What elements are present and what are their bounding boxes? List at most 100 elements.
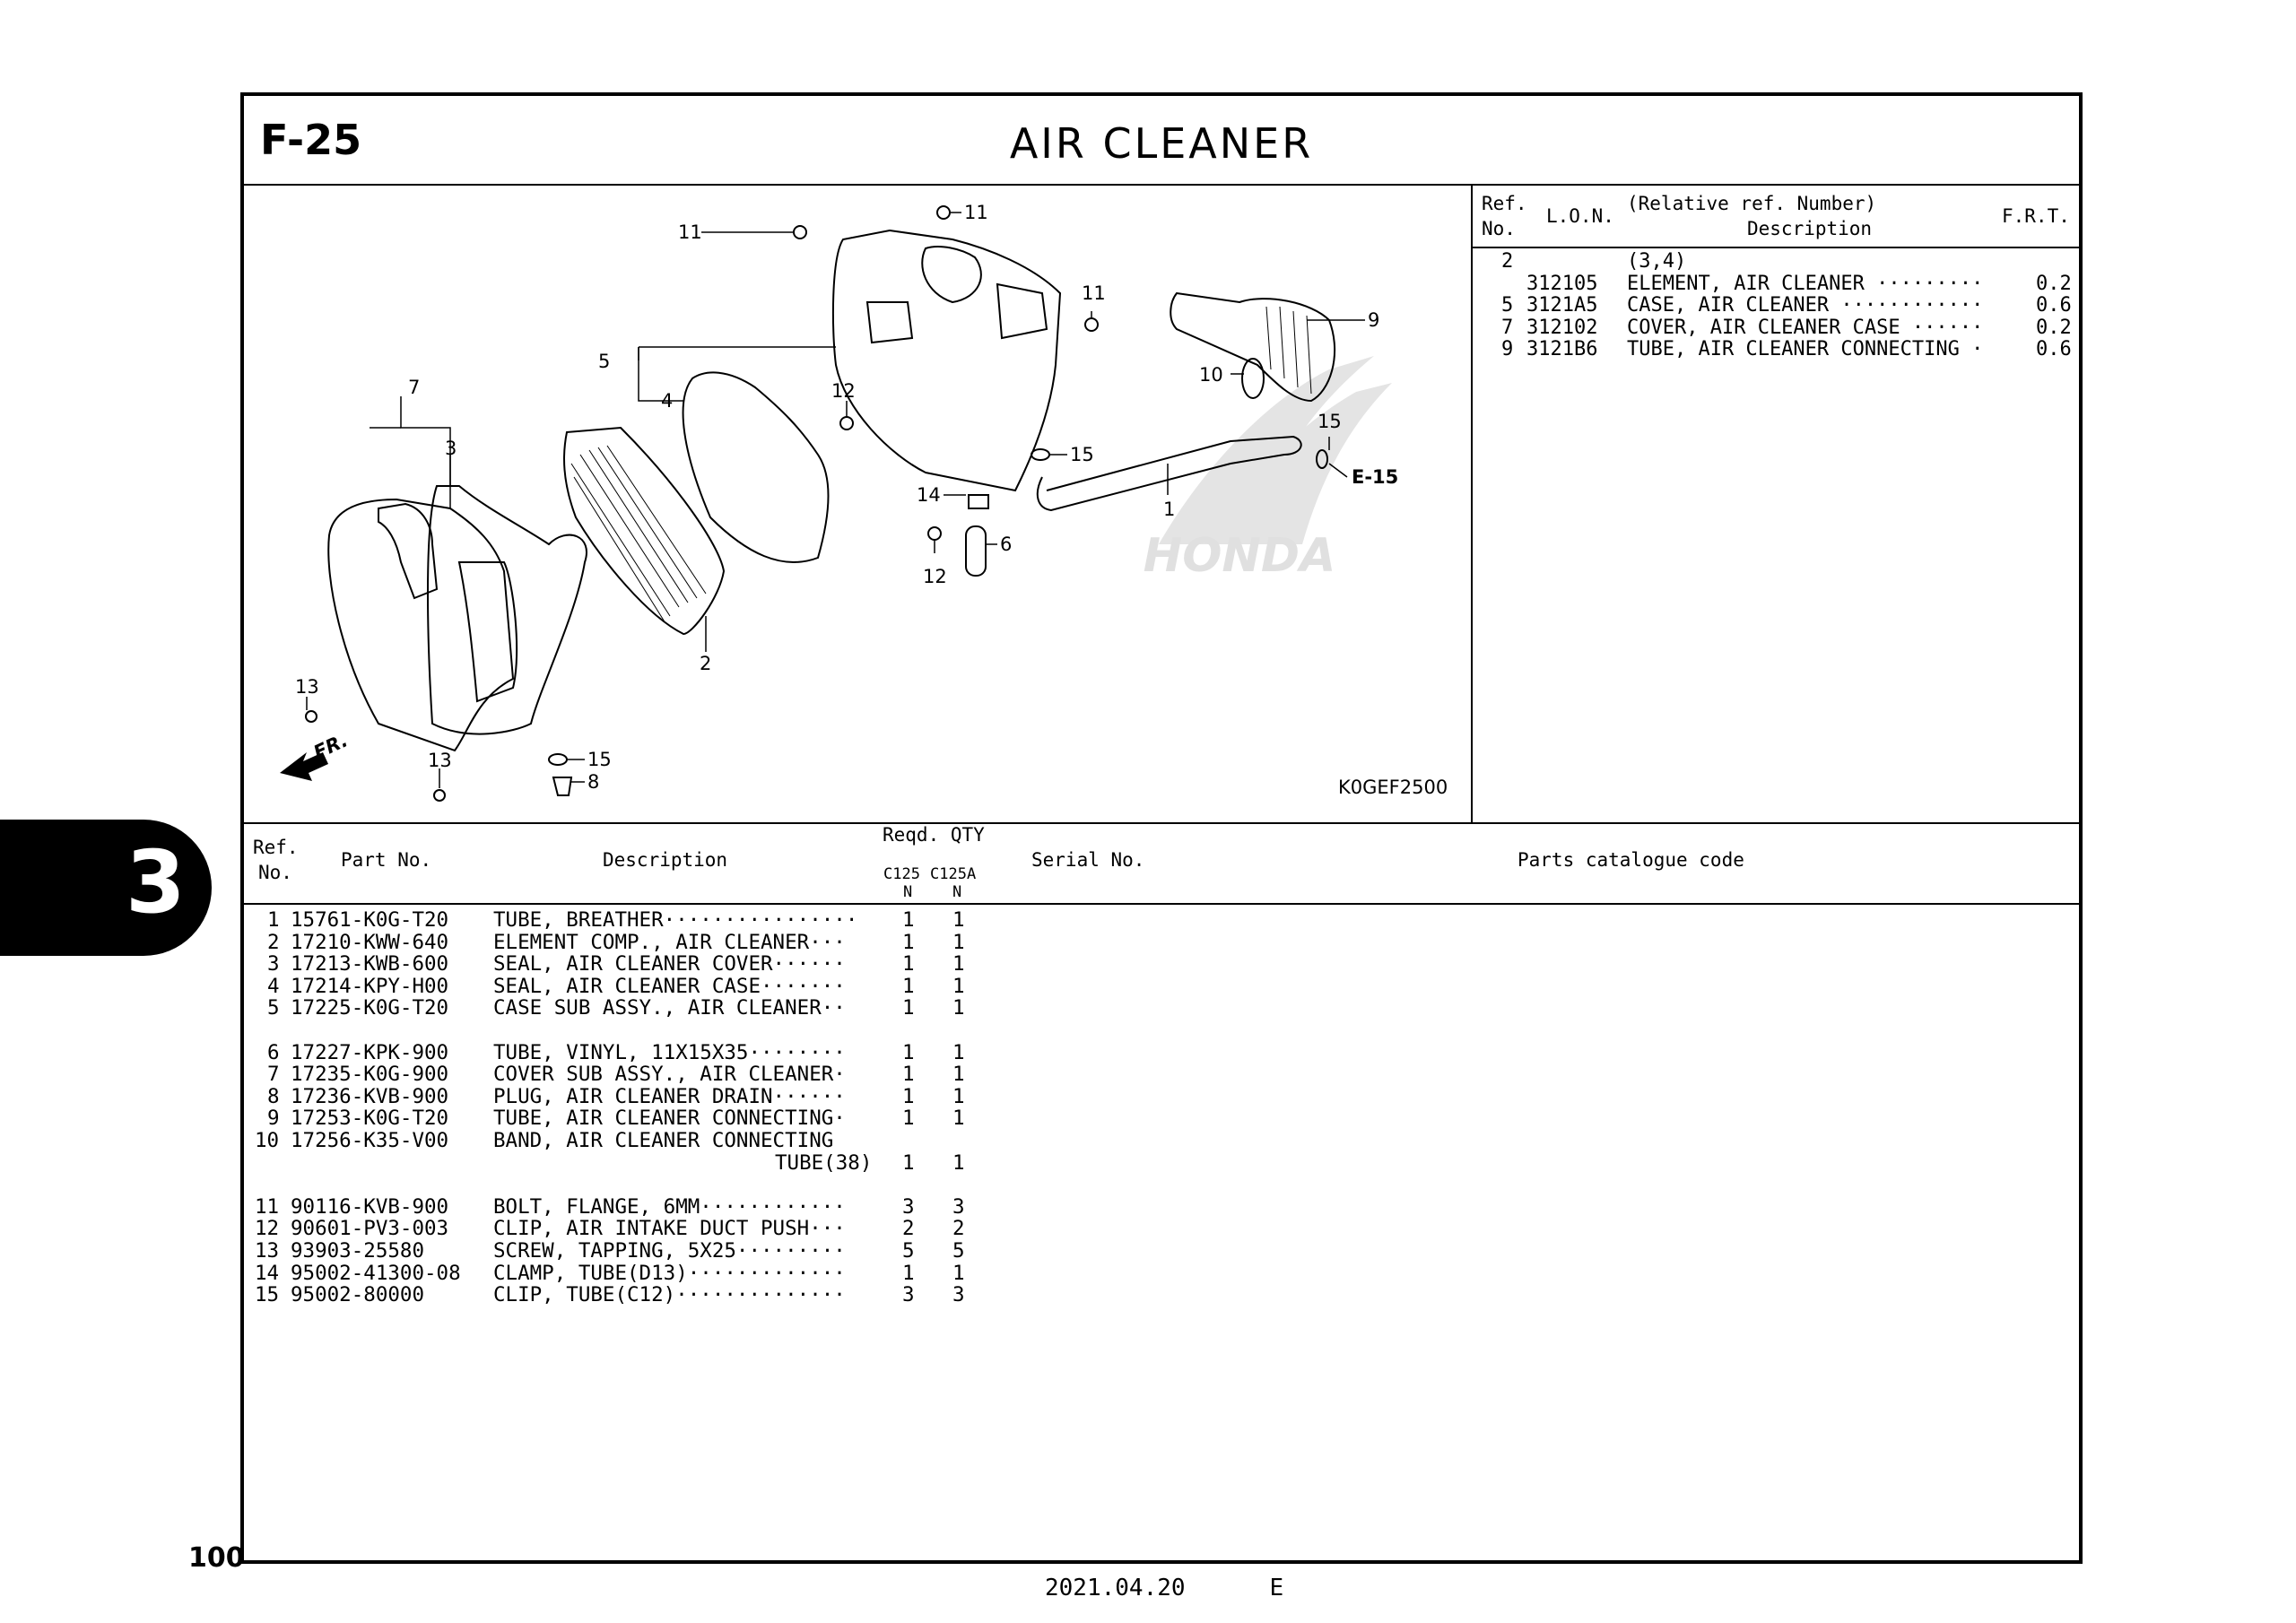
parts-header-model-c125: C125: [883, 865, 920, 883]
callout-4: 4: [661, 390, 673, 412]
part-number: 17214-KPY-H00: [291, 974, 449, 998]
part-number: 17235-K0G-900: [291, 1063, 449, 1087]
frt-row: 9 3121B6 TUBE, AIR CLEANER CONNECTING · …: [1473, 338, 2079, 360]
part-ref: 7: [267, 1063, 280, 1087]
cover-sub-assy-shape: [327, 498, 515, 752]
frt-row: 312105 ELEMENT, AIR CLEANER ········· 0.…: [1473, 273, 2079, 295]
frt-lon: 312102: [1526, 316, 1598, 339]
part-description: TUBE, AIR CLEANER CONNECTING·: [493, 1107, 846, 1131]
frt-description: CASE, AIR CLEANER ············: [1627, 294, 1984, 317]
part-qty-c125: 5: [902, 1238, 915, 1263]
frt-description: COVER, AIR CLEANER CASE ······: [1627, 316, 1984, 339]
table-row: 6 17227-KPK-900 TUBE, VINYL, 11X15X35···…: [244, 1040, 2079, 1064]
screw-13-a: [305, 710, 317, 723]
callout-numbers: 1 2 3 4 5 6 7 8 9 10 11 11 11 12 12 13 1…: [295, 202, 1379, 793]
element-pleats: [570, 445, 707, 624]
front-label: FR.: [310, 729, 351, 763]
frt-table: Ref. No. L.O.N. (Relative ref. Number) D…: [1473, 186, 2079, 824]
parts-header-description: Description: [603, 849, 728, 871]
bolt-11-a: [793, 225, 807, 239]
frt-header-no: No.: [1482, 218, 1516, 239]
diagram-drawing: HONDA: [280, 202, 1448, 802]
plug-shape: [552, 777, 573, 796]
parts-header-model-c125a-sub: N: [952, 883, 962, 901]
page-title: AIR CLEANER: [1009, 119, 1314, 168]
bolt-11-b: [936, 205, 951, 220]
page-header: F-25 AIR CLEANER: [244, 96, 2079, 186]
part-description: CLIP, TUBE(C12)··············: [493, 1283, 846, 1307]
part-number: 15761-K0G-T20: [291, 908, 449, 932]
callout-14: 14: [917, 484, 941, 506]
frt-value: 0.6: [2036, 338, 2072, 360]
callout-6: 6: [1000, 534, 1012, 555]
clip-15-c: [1316, 449, 1328, 469]
part-qty-c125: 1: [902, 996, 915, 1020]
parts-header-serial: Serial No.: [1031, 849, 1145, 871]
part-number: 95002-41300-08: [291, 1261, 461, 1285]
table-row: 10 17256-K35-V00 BAND, AIR CLEANER CONNE…: [244, 1129, 2079, 1152]
part-number: 17227-KPK-900: [291, 1040, 449, 1064]
part-ref: 5: [267, 996, 280, 1020]
cover-duct-shape: [378, 502, 439, 600]
callout-3: 3: [445, 438, 457, 459]
part-number: 17225-K0G-T20: [291, 996, 449, 1020]
table-row: 5 17225-K0G-T20 CASE SUB ASSY., AIR CLEA…: [244, 996, 2079, 1020]
table-row: 4 17214-KPY-H00 SEAL, AIR CLEANER CASE··…: [244, 974, 2079, 998]
parts-header-ref: Ref.: [253, 837, 299, 858]
part-description: TUBE, BREATHER················: [493, 908, 858, 932]
parts-table-body: 1 15761-K0G-T20 TUBE, BREATHER··········…: [244, 908, 2079, 1306]
clip-15-a: [548, 753, 568, 766]
callout-12-b: 12: [923, 566, 947, 587]
part-qty-c125a: 1: [952, 1150, 965, 1175]
honda-watermark-text: HONDA: [1144, 529, 1336, 583]
table-row: 14 95002-41300-08 CLAMP, TUBE(D13)······…: [244, 1261, 2079, 1285]
frt-header-frt: F.R.T.: [2002, 205, 2070, 227]
case-side-shape: [996, 282, 1048, 340]
callout-1: 1: [1163, 499, 1175, 520]
connecting-tube-shape: [1170, 291, 1336, 403]
callout-15-a: 15: [587, 749, 612, 770]
frt-description: TUBE, AIR CLEANER CONNECTING ·: [1627, 338, 1984, 360]
parts-table-header: Ref. No. Part No. Description Reqd. QTY …: [244, 824, 2079, 905]
callout-13-b: 13: [428, 750, 452, 771]
table-row: 8 17236-KVB-900 PLUG, AIR CLEANER DRAIN·…: [244, 1084, 2079, 1108]
page-number: 100: [188, 1542, 245, 1574]
parts-header-model-c125-sub: N: [903, 883, 913, 901]
cover-inner-shape: [457, 561, 518, 703]
image-code: K0GEF2500: [1338, 777, 1448, 798]
part-number: 17210-KWW-640: [291, 930, 449, 954]
breather-tube-shape: [1036, 435, 1302, 512]
part-ref: 8: [267, 1084, 280, 1108]
part-number: 17253-K0G-T20: [291, 1107, 449, 1131]
clip-15-b: [1031, 448, 1050, 461]
part-qty-c125: 1: [902, 1063, 915, 1087]
callout-9: 9: [1368, 309, 1379, 331]
part-qty-c125a: 1: [952, 1040, 965, 1064]
part-description-continued: TUBE(38): [775, 1150, 873, 1175]
frt-lon: 3121B6: [1526, 338, 1598, 360]
callout-11-c: 11: [1082, 282, 1106, 304]
callout-8: 8: [587, 771, 599, 793]
frt-ref: 2: [1501, 250, 1514, 273]
table-row: 15 95002-80000 CLIP, TUBE(C12)··········…: [244, 1283, 2079, 1306]
part-qty-c125a: 1: [952, 996, 965, 1020]
part-qty-c125a: 1: [952, 1063, 965, 1087]
table-row: 9 17253-K0G-T20 TUBE, AIR CLEANER CONNEC…: [244, 1107, 2079, 1131]
band-shape: [1241, 358, 1265, 399]
part-description: CLIP, AIR INTAKE DUCT PUSH···: [493, 1217, 846, 1241]
part-description: ELEMENT COMP., AIR CLEANER···: [493, 930, 846, 954]
frt-row: 2 (3,4): [1473, 250, 2079, 273]
part-description: SEAL, AIR CLEANER CASE·······: [493, 974, 846, 998]
parts-header-part-no: Part No.: [341, 849, 432, 871]
table-row: 11 90116-KVB-900 BOLT, FLANGE, 6MM······…: [244, 1195, 2079, 1219]
reference-label: E-15: [1352, 466, 1398, 488]
part-ref: 3: [267, 952, 280, 976]
frt-header-lon: L.O.N.: [1546, 205, 1614, 227]
parts-header-no: No.: [258, 862, 292, 883]
frt-value: 0.2: [2036, 316, 2072, 339]
part-qty-c125a: 1: [952, 930, 965, 954]
page-code: F-25: [260, 116, 362, 164]
part-qty-c125a: 1: [952, 974, 965, 998]
vinyl-tube-shape: [965, 525, 987, 577]
frt-row: 5 3121A5 CASE, AIR CLEANER ············ …: [1473, 294, 2079, 317]
